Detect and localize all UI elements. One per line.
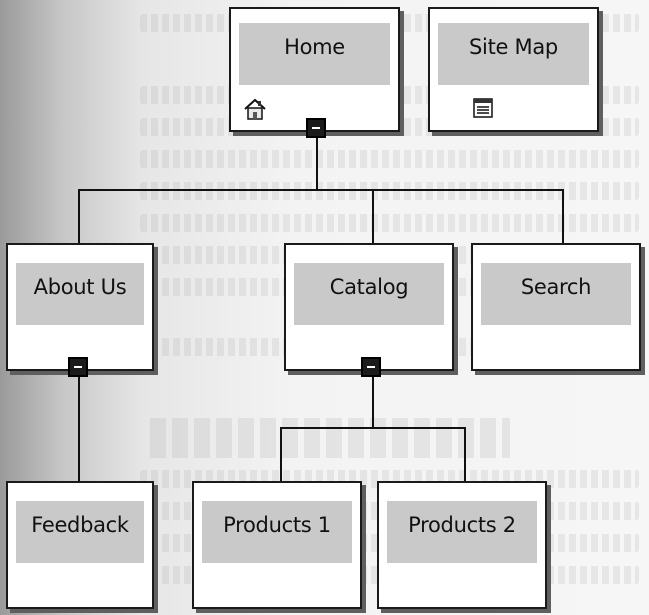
node-label: Products 1 bbox=[202, 501, 352, 563]
background-heading bbox=[150, 418, 510, 458]
node-about-us[interactable]: About Us bbox=[6, 243, 154, 371]
connector-line bbox=[280, 427, 282, 482]
node-products-1[interactable]: Products 1 bbox=[192, 481, 362, 609]
connector-line bbox=[316, 138, 318, 190]
node-site-map[interactable]: Site Map bbox=[428, 7, 599, 132]
connector-line bbox=[372, 189, 374, 244]
collapse-toggle-catalog[interactable] bbox=[361, 357, 381, 377]
node-label: Feedback bbox=[16, 501, 144, 563]
node-label: Catalog bbox=[294, 263, 444, 325]
node-products-2[interactable]: Products 2 bbox=[377, 481, 547, 609]
node-label: Products 2 bbox=[387, 501, 537, 563]
node-search[interactable]: Search bbox=[471, 243, 641, 371]
connector-line bbox=[562, 189, 564, 244]
node-label: Search bbox=[481, 263, 631, 325]
background-text-line bbox=[140, 214, 639, 232]
house-icon bbox=[244, 98, 266, 120]
node-label: About Us bbox=[16, 263, 144, 325]
node-catalog[interactable]: Catalog bbox=[284, 243, 454, 371]
node-home[interactable]: Home bbox=[229, 7, 400, 132]
connector-line bbox=[78, 376, 80, 482]
node-label: Home bbox=[239, 23, 390, 85]
node-feedback[interactable]: Feedback bbox=[6, 481, 154, 609]
connector-line bbox=[372, 376, 374, 428]
connector-line bbox=[78, 189, 80, 244]
background-text-line bbox=[140, 150, 639, 168]
document-list-icon bbox=[473, 98, 493, 118]
connector-line bbox=[78, 189, 564, 191]
connector-line bbox=[464, 427, 466, 482]
node-label: Site Map bbox=[438, 23, 589, 85]
connector-line bbox=[280, 427, 466, 429]
background-text-line bbox=[140, 182, 639, 200]
collapse-toggle-about-us[interactable] bbox=[68, 357, 88, 377]
collapse-toggle-home[interactable] bbox=[306, 118, 326, 138]
